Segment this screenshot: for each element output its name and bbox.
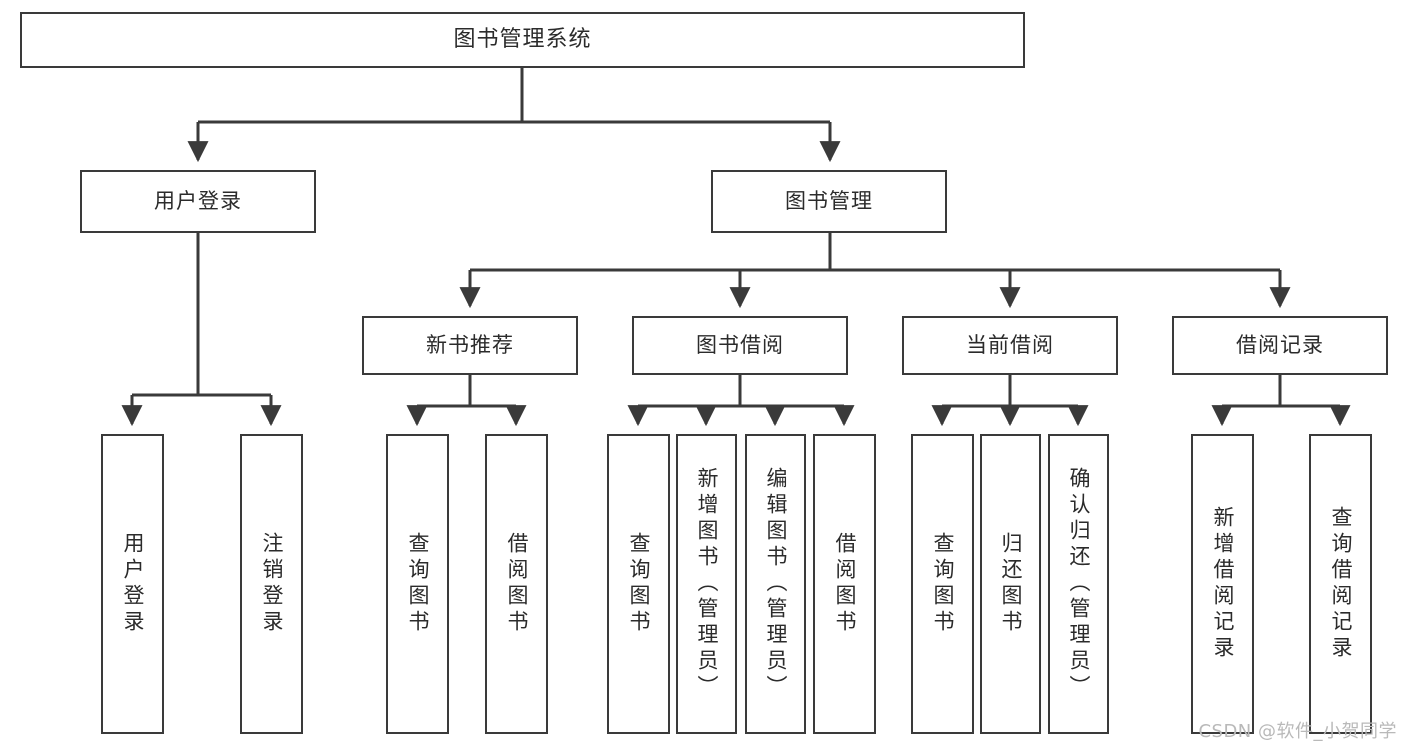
leaf-add-borrow-record[interactable]: 新增借阅记录: [1191, 434, 1254, 734]
watermark-text: CSDN @软件_小贺同学: [1198, 721, 1397, 742]
leaf-confirm-return-admin[interactable]: 确认归还（管理员）: [1048, 434, 1109, 734]
node-user-login[interactable]: 用户登录: [80, 170, 316, 233]
node-label: 借阅图书: [833, 532, 858, 636]
node-label: 查询图书: [406, 532, 431, 636]
node-label: 图书管理系统: [453, 27, 592, 53]
node-current-borrowing[interactable]: 当前借阅: [902, 316, 1118, 375]
node-label: 用户登录: [121, 532, 146, 636]
node-label: 编辑图书（管理员）: [764, 467, 789, 701]
node-book-borrowing[interactable]: 图书借阅: [632, 316, 848, 375]
node-label: 查询借阅记录: [1329, 506, 1354, 662]
leaf-borrow-books-recommendation[interactable]: 借阅图书: [485, 434, 548, 734]
node-borrow-records[interactable]: 借阅记录: [1172, 316, 1388, 375]
leaf-borrow-books[interactable]: 借阅图书: [813, 434, 876, 734]
node-label: 查询图书: [931, 532, 956, 636]
leaf-return-books[interactable]: 归还图书: [980, 434, 1041, 734]
node-book-management[interactable]: 图书管理: [711, 170, 947, 233]
node-label: 图书借阅: [696, 333, 784, 358]
node-label: 新增图书（管理员）: [695, 467, 720, 701]
node-label: 当前借阅: [966, 333, 1054, 358]
leaf-user-login[interactable]: 用户登录: [101, 434, 164, 734]
node-label: 新增借阅记录: [1211, 506, 1236, 662]
node-label: 确认归还（管理员）: [1067, 467, 1092, 701]
node-label: 借阅记录: [1236, 333, 1324, 358]
leaf-add-book-admin[interactable]: 新增图书（管理员）: [676, 434, 737, 734]
node-label: 归还图书: [999, 532, 1024, 636]
leaf-query-borrow-record[interactable]: 查询借阅记录: [1309, 434, 1372, 734]
node-label: 图书管理: [785, 189, 873, 214]
leaf-edit-book-admin[interactable]: 编辑图书（管理员）: [745, 434, 806, 734]
leaf-query-books-recommendation[interactable]: 查询图书: [386, 434, 449, 734]
leaf-logout[interactable]: 注销登录: [240, 434, 303, 734]
node-new-book-recommendation[interactable]: 新书推荐: [362, 316, 578, 375]
node-label: 用户登录: [154, 189, 242, 214]
leaf-query-books-borrowing[interactable]: 查询图书: [607, 434, 670, 734]
leaf-query-books-current[interactable]: 查询图书: [911, 434, 974, 734]
node-label: 新书推荐: [426, 333, 514, 358]
node-label: 查询图书: [627, 532, 652, 636]
node-label: 借阅图书: [505, 532, 530, 636]
node-label: 注销登录: [260, 532, 285, 636]
node-root-book-management-system[interactable]: 图书管理系统: [20, 12, 1025, 68]
